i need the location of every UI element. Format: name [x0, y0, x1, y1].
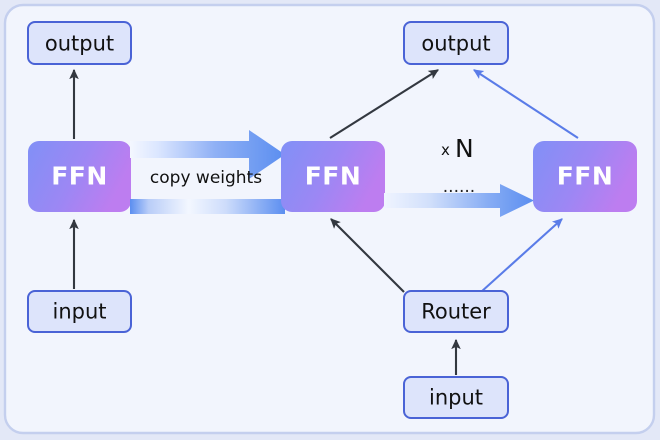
repeat-prefix: x — [441, 141, 450, 159]
node-left-ffn: FFN — [28, 141, 131, 212]
edge-right-ffn-to-right-output — [473, 69, 579, 139]
left-input-label: input — [52, 300, 106, 324]
left-ffn-label: FFN — [51, 162, 108, 191]
edge-copy-weights: copy weights — [130, 130, 285, 214]
copy-weights-arrow-bottom — [130, 199, 285, 214]
copy-weights-arrow-top — [130, 130, 285, 179]
left-output-label: output — [45, 32, 114, 56]
panel-background — [3, 3, 656, 435]
node-router: Router — [403, 290, 509, 333]
left-ffn-box — [28, 141, 131, 212]
right-output-box — [403, 21, 509, 65]
node-left-input: input — [27, 290, 132, 333]
node-left-output: output — [27, 21, 132, 65]
left-output-box — [27, 21, 132, 65]
edge-router-to-mid-ffn — [330, 218, 405, 293]
edge-router-to-right-ffn — [480, 218, 563, 293]
repeat-count: N — [455, 134, 474, 163]
copy-weights-label: copy weights — [150, 168, 262, 188]
right-ffn-box — [533, 141, 637, 212]
node-right-input: input — [403, 376, 509, 419]
node-mid-ffn: FFN — [281, 141, 385, 212]
repeat-annotation: x N ...... — [441, 134, 475, 197]
left-input-box — [27, 290, 132, 333]
edge-mid-ffn-to-right-output — [329, 69, 439, 139]
node-right-ffn: FFN — [533, 141, 637, 212]
mid-ffn-box — [281, 141, 385, 212]
right-ffn-label: FFN — [557, 162, 614, 191]
right-input-label: input — [429, 386, 483, 410]
mid-ffn-label: FFN — [305, 162, 362, 191]
repeat-ellipsis: ...... — [443, 177, 475, 197]
node-right-output: output — [403, 21, 509, 65]
edge-mid-ffn-to-right-ffn — [384, 184, 534, 217]
router-label: Router — [421, 300, 491, 324]
router-box — [403, 290, 509, 333]
right-input-box — [403, 376, 509, 419]
right-output-label: output — [421, 32, 490, 56]
